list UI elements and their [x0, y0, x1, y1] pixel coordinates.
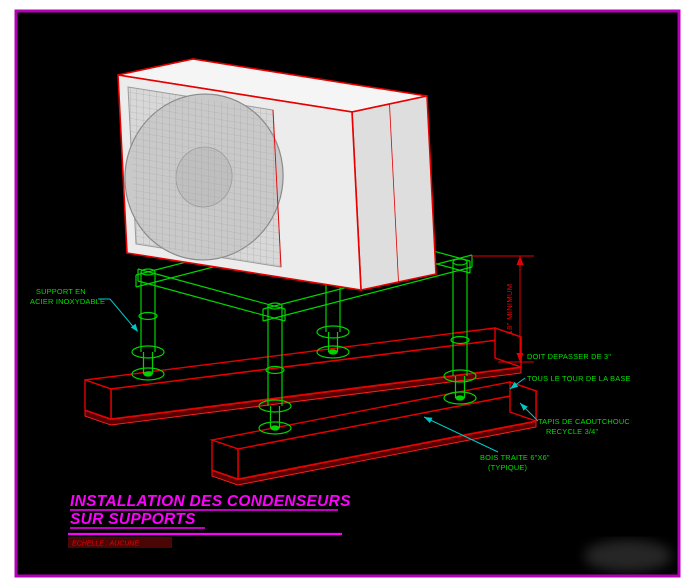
scale-text: ECHELLE : AUCUNE	[72, 541, 139, 548]
leader-support-arrow	[130, 323, 138, 332]
leader-bois-arrow	[424, 417, 433, 424]
wood-beam-back	[84, 327, 522, 420]
leader-support	[98, 298, 137, 331]
title-block: INSTALLATION DES CONDENSEURS SUR SUPPORT…	[68, 493, 351, 548]
label-tour: TOUS LE TOUR DE LA BASE	[527, 374, 631, 383]
label-support-line2: ACIER INOXYDABLE	[30, 297, 105, 306]
dimension-arrow-up	[516, 256, 524, 265]
leader-tour-arrow	[510, 381, 519, 389]
label-bois-line1: BOIS TRAITE 6"X6"	[480, 453, 550, 462]
dimension-arrow-down	[516, 353, 524, 362]
unit-panel-seam	[389, 103, 399, 283]
scale-bar	[68, 537, 172, 548]
dimension-text: 18" MINIMUM	[505, 284, 514, 335]
label-bois-line2: (TYPIQUE)	[488, 463, 527, 472]
leader-bois	[423, 416, 499, 453]
watermark-smudge	[584, 540, 672, 572]
label-depasser: DOIT DEPASSER DE 3"	[527, 352, 611, 361]
label-support-line1: SUPPORT EN	[36, 287, 86, 296]
fan-grille	[124, 86, 284, 268]
leader-lines	[98, 298, 539, 453]
label-tapis-line1: TAPIS DE CAOUTCHOUC	[538, 417, 630, 426]
condenser-unit	[117, 58, 437, 291]
dimension-18in: 18" MINIMUM	[472, 255, 534, 363]
leader-tapis-arrow	[520, 403, 528, 411]
drawing-title-line1: INSTALLATION DES CONDENSEURS	[70, 493, 351, 510]
annotation-labels: SUPPORT EN ACIER INOXYDABLE DOIT DEPASSE…	[30, 287, 631, 472]
drawing-title-line2: SUR SUPPORTS	[70, 511, 196, 528]
support-leg-center	[258, 302, 292, 435]
label-tapis-line2: RECYCLE 3/4"	[546, 427, 598, 436]
support-leg-right	[443, 258, 477, 405]
support-leg-left	[131, 268, 165, 381]
wood-beam-front	[209, 381, 539, 480]
support-legs	[131, 258, 477, 435]
